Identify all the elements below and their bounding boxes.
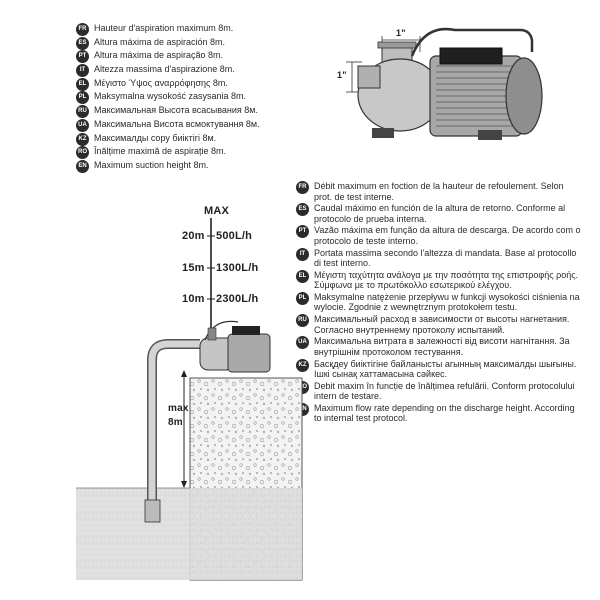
- flow-row-ru: RU Максимальный расход в зависимости от в…: [296, 314, 581, 335]
- language-badge-es: ES: [296, 203, 309, 217]
- suction-row-text: Maximum suction height 8m.: [94, 159, 209, 170]
- language-badge-kz: KZ: [296, 358, 309, 372]
- flow-row-es: ES Caudal máximo en función de la altura …: [296, 203, 581, 224]
- language-badge-fr: FR: [296, 181, 309, 194]
- flow-rate-list: FR Débit maximum en foction de la hauteur…: [296, 181, 581, 425]
- language-badge-ua: UA: [76, 118, 89, 132]
- suction-row-pt: PT Altura máxima de aspiração 8m.: [76, 50, 266, 64]
- suction-row-en: EN Maximum suction height 8m.: [76, 159, 266, 173]
- suction-row-text: Maksymalna wysokość zasysania 8m.: [94, 91, 247, 102]
- flow-row-ua: UA Максимальна витрата в залежності від в…: [296, 336, 581, 357]
- flow-500: 500L/h: [216, 230, 253, 242]
- flow-2300: 2300L/h: [216, 293, 259, 305]
- suction-height-list: FR Hauteur d'aspiration maximum 8m. ES Altu…: [76, 23, 266, 174]
- language-badge-ua: UA: [296, 336, 309, 350]
- language-badge-it: IT: [76, 64, 89, 78]
- language-badge-fr: FR: [76, 23, 89, 36]
- flow-row-text: Portata massima secondo l'altezza di man…: [314, 247, 577, 269]
- suction-row-text: Μέγιστο Ύψος αναρρόφησης 8m.: [94, 77, 228, 88]
- suction-row-kz: KZ Максималды сору биіктігі 8м.: [76, 132, 266, 146]
- flow-row-pl: PL Maksymalne natężenie przepływu w funkc…: [296, 291, 581, 313]
- flow-row-el: EL Μέγιστη ταχύτητα ανάλογα με την ποσότη…: [296, 269, 581, 291]
- suction-row-text: Înălțime maximă de aspirație 8m.: [94, 146, 227, 157]
- suction-row-ro: RO Înălțime maximă de aspirație 8m.: [76, 146, 266, 160]
- language-badge-pt: PT: [296, 225, 309, 239]
- language-badge-pl: PL: [296, 291, 309, 305]
- suction-row-text: Максималды сору биіктігі 8м.: [94, 132, 217, 143]
- suction-row-it: IT Altezza massima d'aspirazione 8m.: [76, 64, 266, 78]
- flow-row-text: Максимальна витрата в залежності від вис…: [314, 336, 570, 357]
- language-badge-en: EN: [76, 159, 89, 173]
- language-badge-it: IT: [296, 247, 309, 261]
- max-label: MAX: [204, 205, 230, 217]
- flow-row-text: Vazão máxima em função da altura de desc…: [314, 225, 581, 246]
- suction-row-text: Максимальна Висота всмоктування 8м.: [94, 118, 260, 129]
- suction-row-text: Altezza massima d'aspirazione 8m.: [94, 64, 235, 75]
- suction-row-text: Максимальная Высота всасывания 8м.: [94, 105, 258, 116]
- flow-row-kz: KZ Басқдеу биіктігіне байланысты агынның …: [296, 358, 581, 380]
- suction-row-es: ES Altura máxima de aspiración 8m.: [76, 36, 266, 50]
- height-10m: 10m: [182, 293, 205, 305]
- language-badge-pt: PT: [76, 50, 89, 64]
- flow-row-pt: PT Vazão máxima em função da altura de de…: [296, 225, 581, 246]
- language-badge-pl: PL: [76, 91, 89, 105]
- language-badge-ro: RO: [76, 146, 89, 160]
- suction-row-ru: RU Максимальная Высота всасывания 8м.: [76, 105, 266, 119]
- language-badge-el: EL: [76, 77, 89, 91]
- suction-row-text: Altura máxima de aspiração 8m.: [94, 50, 224, 61]
- flow-row-text: Μέγιστη ταχύτητα ανάλογα με την ποσότητα…: [314, 269, 579, 291]
- flow-row-text: Maksymalne natężenie przepływu w funkcji…: [314, 291, 580, 313]
- suction-row-text: Altura máxima de aspiración 8m.: [94, 36, 226, 47]
- suction-height-label: max 8m: [168, 403, 189, 428]
- flow-1300: 1300L/h: [216, 262, 259, 274]
- flow-row-text: Débit maximum en foction de la hauteur d…: [314, 181, 564, 202]
- language-badge-es: ES: [76, 36, 89, 50]
- language-badge-kz: KZ: [76, 132, 89, 146]
- height-15m: 15m: [182, 262, 205, 274]
- language-badge-el: EL: [296, 269, 309, 283]
- language-badge-ru: RU: [76, 105, 89, 119]
- suction-row-text: Hauteur d'aspiration maximum 8m.: [94, 23, 234, 33]
- suction-row-ua: UA Максимальна Висота всмоктування 8м.: [76, 118, 266, 132]
- suction-row-pl: PL Maksymalna wysokość zasysania 8m.: [76, 91, 266, 105]
- flow-row-text: Caudal máximo en función de la altura de…: [314, 203, 566, 224]
- outlet-dimension-label: 1": [396, 28, 406, 38]
- suction-row-fr: FR Hauteur d'aspiration maximum 8m.: [76, 23, 266, 36]
- height-20m: 20m: [182, 230, 205, 242]
- suction-row-el: EL Μέγιστο Ύψος αναρρόφησης 8m.: [76, 77, 266, 91]
- flow-row-text: Debit maxim în funcție de înălțimea refu…: [314, 380, 575, 402]
- flow-row-fr: FR Débit maximum en foction de la hauteur…: [296, 181, 581, 202]
- inlet-dimension-label: 1": [337, 70, 347, 80]
- language-badge-ru: RU: [296, 314, 309, 328]
- flow-row-text: Максимальный расход в зависимости от выс…: [314, 314, 570, 335]
- flow-row-text: Maximum flow rate depending on the disch…: [314, 402, 575, 424]
- flow-row-it: IT Portata massima secondo l'altezza di m…: [296, 247, 581, 269]
- flow-row-text: Басқдеу биіктігіне байланысты агынның ма…: [314, 358, 577, 380]
